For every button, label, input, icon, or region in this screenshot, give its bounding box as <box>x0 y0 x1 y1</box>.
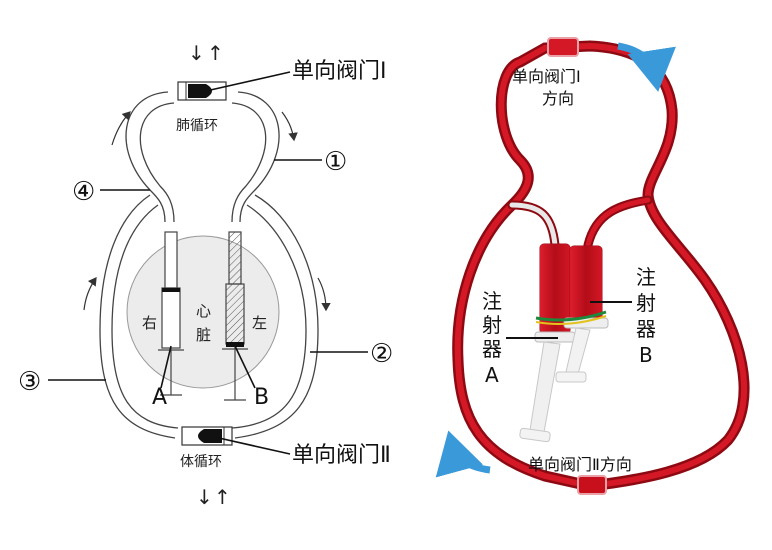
systemic-loop-tube <box>99 194 319 439</box>
svg-text:注: 注 <box>636 265 656 289</box>
svg-text:射: 射 <box>482 313 502 337</box>
inflow-outflow-arrows: ↓ ↑ ↓ ↑ <box>188 41 231 509</box>
leader-lines <box>48 71 368 455</box>
tube-label-4: ④ <box>72 177 95 207</box>
valve-ii-label: 单向阀门Ⅱ <box>292 443 391 468</box>
heart-label-2: 脏 <box>196 326 211 344</box>
svg-text:器: 器 <box>636 317 656 341</box>
tube-label-3: ③ <box>18 367 41 397</box>
tube-label-2: ② <box>370 339 393 369</box>
heart-right-label: 右 <box>142 314 157 332</box>
pulmonary-loop-tube <box>125 91 280 223</box>
top-up-arrow: ↑ <box>207 41 224 65</box>
syringe-a-letter: A <box>152 385 167 410</box>
photo-valve-ii-text: 单向阀门Ⅱ方向 <box>528 455 632 474</box>
left-diagram: ↓ ↑ ↓ ↑ 单向阀门Ⅰ 单向阀门Ⅱ 肺循环 体循环 心 脏 右 左 A B … <box>18 41 393 509</box>
photo-syringe-b <box>535 245 609 383</box>
systemic-circulation-label: 体循环 <box>180 454 222 470</box>
svg-text:A: A <box>485 363 499 387</box>
pulmonary-circulation-label: 肺循环 <box>176 118 218 134</box>
valve-ii-drawing <box>181 426 233 446</box>
svg-text:B: B <box>639 343 653 367</box>
top-down-arrow: ↓ <box>188 41 205 65</box>
tube-label-1: ① <box>324 147 347 177</box>
photo-valve-i-text-1: 单向阀门Ⅰ <box>512 67 581 86</box>
bottom-up-arrow: ↑ <box>214 485 231 509</box>
valve-i-drawing <box>177 81 227 101</box>
bottom-down-arrow: ↓ <box>196 485 213 509</box>
photo-syringe-b-label: 注 射 器 B <box>636 265 656 367</box>
blue-arrow-top <box>617 42 676 92</box>
svg-text:注: 注 <box>482 289 502 313</box>
photo-valve-i <box>547 37 579 57</box>
syringe-a-drawing <box>158 231 184 396</box>
flow-arrows <box>83 111 331 312</box>
photo-valve-ii <box>577 475 607 495</box>
valve-i-label: 单向阀门Ⅰ <box>292 59 387 84</box>
svg-text:射: 射 <box>636 291 656 315</box>
heart-label-1: 心 <box>196 302 211 320</box>
syringe-b-drawing <box>222 231 248 401</box>
blue-arrow-bottom <box>435 430 491 478</box>
blood-tube-loop <box>452 40 750 492</box>
right-photo: 单向阀门Ⅰ 方向 单向阀门Ⅱ方向 注 射 器 A 注 射 器 B <box>435 37 750 495</box>
heart-left-label: 左 <box>252 314 267 332</box>
photo-valve-i-text-2: 方向 <box>542 89 574 108</box>
svg-text:器: 器 <box>482 337 502 361</box>
photo-syringe-a <box>519 243 576 443</box>
photo-syringe-a-label: 注 射 器 A <box>482 289 502 387</box>
syringe-b-letter: B <box>254 385 269 410</box>
